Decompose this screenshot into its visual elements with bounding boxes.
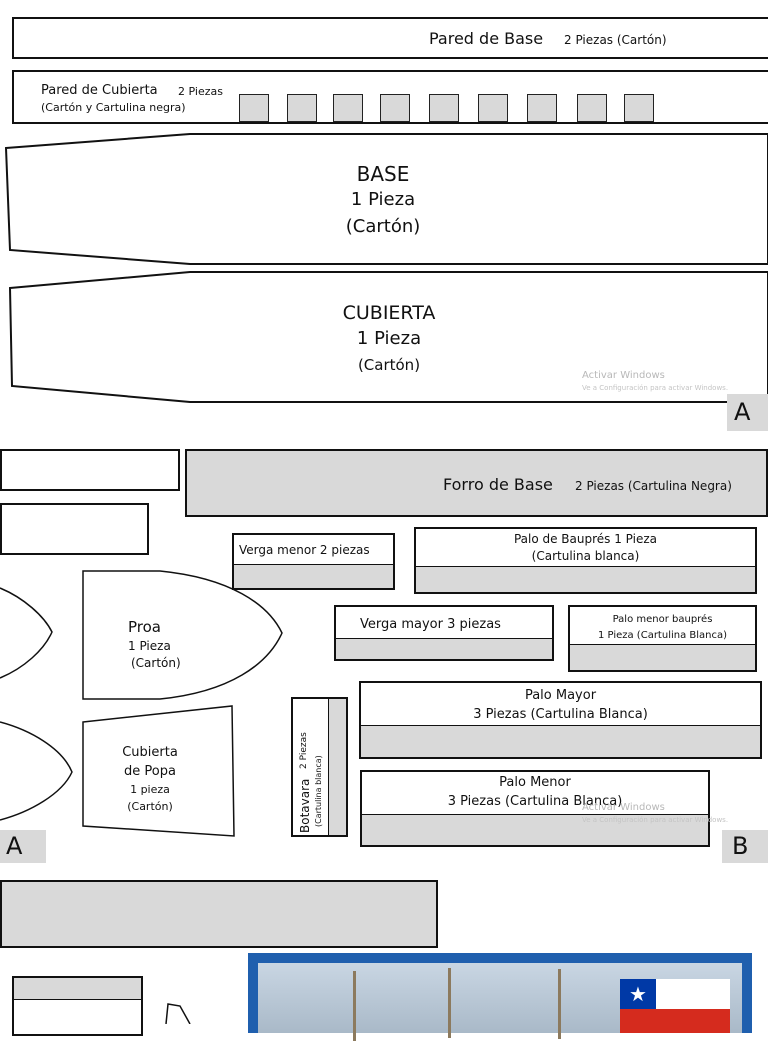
popa-line3: 1 pieza bbox=[130, 783, 170, 796]
forro-de-base-detail: 2 Piezas (Cartulina Negra) bbox=[575, 479, 732, 493]
cubierta-line2: 1 Pieza bbox=[356, 328, 422, 349]
deck-tab-square bbox=[287, 94, 317, 122]
palo-menor-line2: 3 Piezas (Cartulina Blanca) bbox=[447, 794, 623, 809]
base-line3: (Cartón) bbox=[345, 216, 421, 237]
botavara-strip bbox=[328, 699, 346, 835]
chile-flag-icon: ★ bbox=[620, 979, 730, 1033]
small-strip-piece bbox=[12, 976, 143, 1036]
forro-de-base-piece: Forro de Base 2 Piezas (Cartulina Negra) bbox=[185, 449, 768, 517]
palo-baupres-line1: Palo de Bauprés 1 Pieza bbox=[513, 532, 658, 546]
corner-label-a-2: A bbox=[0, 830, 46, 863]
corner-label-b: B bbox=[722, 830, 768, 863]
proa-pieces: 1 Pieza bbox=[128, 639, 171, 653]
palo-baupres-line2: (Cartulina blanca) bbox=[531, 549, 640, 563]
cubierta-line3: (Cartón) bbox=[357, 356, 421, 374]
watermark-activate: Activar Windows bbox=[582, 370, 665, 381]
watermark-activate-2: Activar Windows bbox=[582, 802, 665, 813]
mast bbox=[448, 968, 451, 1038]
deck-tab-square bbox=[577, 94, 607, 122]
pared-de-cubierta-pieces: 2 Piezas bbox=[178, 85, 223, 98]
blank-strip-piece bbox=[0, 449, 180, 491]
mast bbox=[353, 971, 356, 1041]
proa-title: Proa bbox=[128, 618, 161, 636]
palo-baupres-piece: Palo de Bauprés 1 Pieza (Cartulina blanc… bbox=[414, 527, 757, 594]
left-bow-piece-outline bbox=[0, 587, 53, 679]
base-line2: 1 Pieza bbox=[350, 189, 416, 210]
proa-material: (Cartón) bbox=[131, 656, 181, 670]
deck-tab-square bbox=[429, 94, 459, 122]
watermark-configure-2: Ve a Configuración para activar Windows. bbox=[582, 816, 729, 824]
botavara-piece: Botavara 2 Piezas (Cartulina blanca) bbox=[291, 697, 348, 837]
palo-mayor-line2: 3 Piezas (Cartulina Blanca) bbox=[473, 707, 648, 722]
palo-menor-strip bbox=[362, 814, 708, 845]
palo-menor-line1: Palo Menor bbox=[499, 775, 571, 790]
botavara-label-group: Botavara 2 Piezas (Cartulina blanca) bbox=[298, 699, 328, 833]
small-piece-outline bbox=[165, 1003, 191, 1024]
popa-line4: (Cartón) bbox=[127, 800, 173, 813]
forro-de-base-title: Forro de Base bbox=[443, 475, 553, 494]
pared-de-base-detail: 2 Piezas (Cartón) bbox=[564, 33, 667, 47]
cubierta-line1: CUBIERTA bbox=[342, 302, 436, 324]
deck-tab-square bbox=[527, 94, 557, 122]
large-gray-strip-piece bbox=[0, 880, 438, 948]
base-hull-outline bbox=[4, 133, 768, 265]
botavara-pieces: 2 Piezas bbox=[299, 732, 309, 769]
deck-tab-square bbox=[333, 94, 363, 122]
palo-menor-piece: Palo Menor 3 Piezas (Cartulina Blanca) bbox=[360, 770, 710, 847]
ship-photo: ★ bbox=[248, 953, 752, 1041]
deck-tab-square bbox=[624, 94, 654, 122]
proa-outline bbox=[82, 570, 283, 700]
verga-mayor-label: Verga mayor 3 piezas bbox=[360, 617, 501, 632]
palo-menor-baupres-strip bbox=[570, 644, 755, 670]
popa-line2: de Popa bbox=[124, 764, 176, 779]
verga-menor-piece: Verga menor 2 piezas bbox=[232, 533, 395, 590]
cubierta-popa-outline bbox=[82, 705, 235, 837]
botavara-material: (Cartulina blanca) bbox=[314, 755, 323, 827]
pared-de-cubierta-title: Pared de Cubierta bbox=[41, 83, 158, 98]
pared-de-base-piece: Pared de Base 2 Piezas (Cartón) bbox=[12, 17, 768, 59]
palo-mayor-strip bbox=[361, 725, 760, 757]
mast bbox=[558, 969, 561, 1039]
botavara-title: Botavara bbox=[298, 778, 312, 833]
small-strip-piece-band bbox=[14, 978, 141, 1000]
palo-mayor-piece: Palo Mayor 3 Piezas (Cartulina Blanca) bbox=[359, 681, 762, 759]
base-line1: BASE bbox=[356, 162, 410, 186]
corner-label-a: A bbox=[727, 394, 768, 431]
deck-tab-square bbox=[478, 94, 508, 122]
verga-mayor-strip bbox=[336, 638, 552, 659]
popa-line1: Cubierta bbox=[122, 745, 178, 760]
palo-menor-baupres-line2: 1 Pieza (Cartulina Blanca) bbox=[597, 630, 728, 641]
verga-mayor-piece: Verga mayor 3 piezas bbox=[334, 605, 554, 661]
palo-menor-baupres-line1: Palo menor bauprés bbox=[612, 614, 713, 625]
left-stern-piece-outline bbox=[0, 721, 73, 821]
pared-de-base-title: Pared de Base bbox=[429, 29, 544, 48]
verga-menor-label: Verga menor 2 piezas bbox=[239, 543, 370, 557]
palo-baupres-strip bbox=[416, 566, 755, 592]
watermark-configure: Ve a Configuración para activar Windows. bbox=[582, 384, 729, 392]
deck-tab-square bbox=[380, 94, 410, 122]
pared-de-cubierta-material: (Cartón y Cartulina negra) bbox=[41, 101, 186, 114]
deck-tab-square bbox=[239, 94, 269, 122]
verga-menor-strip bbox=[234, 564, 393, 588]
palo-menor-baupres-piece: Palo menor bauprés 1 Pieza (Cartulina Bl… bbox=[568, 605, 757, 672]
blank-square-piece bbox=[0, 503, 149, 555]
palo-mayor-line1: Palo Mayor bbox=[524, 688, 597, 703]
cubierta-hull-outline bbox=[8, 271, 768, 403]
